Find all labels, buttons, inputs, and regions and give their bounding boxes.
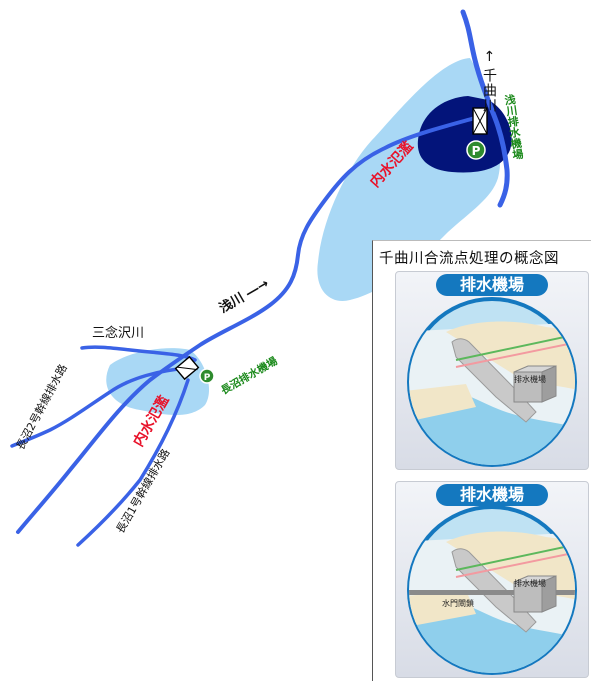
concept-panel: 千曲川合流点処理の概念図 排水機場 排水機場 <box>372 240 591 681</box>
naganuma-pump-marker-icon: P <box>199 368 215 384</box>
flood-area-upper-deep <box>417 96 512 173</box>
concept-card-2-building-label: 排水機場 <box>514 579 546 588</box>
concept-illustration-1 <box>407 297 577 467</box>
concept-panel-title: 千曲川合流点処理の概念図 <box>379 251 559 267</box>
chikuma-river-label: ← 千曲川 <box>481 50 497 114</box>
concept-card-1: 排水機場 排水機場 <box>395 271 589 470</box>
chikuma-river <box>460 9 510 208</box>
naganuma-gate-icon <box>174 355 200 381</box>
concept-card-2-gate-label: 水門閘鎖 <box>442 599 474 608</box>
concept-card-1-building-label: 排水機場 <box>514 375 546 384</box>
asakawa-river <box>16 116 477 534</box>
sannenzawa-river-label: 三念沢川 <box>92 326 145 341</box>
svg-text:P: P <box>472 144 481 158</box>
concept-illustration-2 <box>407 505 577 675</box>
concept-card-2-header: 排水機場 <box>436 484 548 506</box>
svg-text:P: P <box>204 373 211 383</box>
concept-card-1-header: 排水機場 <box>436 274 548 296</box>
naganuma-no2-drain <box>10 366 192 448</box>
sannenzawa-river <box>80 345 197 362</box>
concept-card-2: 排水機場 排水機場 水門閘鎖 <box>395 481 589 678</box>
asakawa-pump-marker-icon: P <box>466 140 486 160</box>
naganuma-no1-drain <box>76 378 190 547</box>
asakawa-gate-icon <box>472 107 488 135</box>
